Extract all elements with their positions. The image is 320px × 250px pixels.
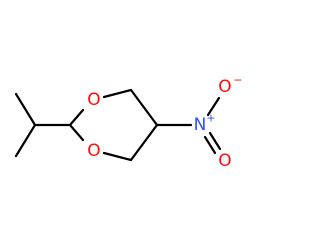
atom-label-oxygen-nitro-bottom: O (218, 151, 231, 171)
atom-label-oxygen-ring-bottom: O (87, 141, 100, 161)
atom-label-nitrogen: N (194, 115, 207, 135)
bond-methyl-top (14, 92, 37, 127)
structural-formula: O O N + O − O (14, 74, 243, 172)
bond-o1-c6 (102, 88, 133, 99)
bond-n-o-double-b (208, 131, 222, 151)
bond-n-o-double-a (203, 135, 217, 155)
charge-label-minus: − (233, 74, 242, 87)
bond-c4-o3 (102, 151, 133, 162)
bond-c2-o1 (68, 108, 85, 127)
atom-label-oxygen-nitro-top: O (218, 77, 231, 97)
charge-label-plus: + (206, 112, 215, 125)
bonds (14, 88, 222, 162)
atom-label-oxygen-ring-top: O (87, 90, 100, 110)
bond-o3-c2 (68, 123, 85, 142)
bond-c5-c4 (129, 123, 159, 162)
bond-c6-c5 (129, 88, 159, 127)
atom-labels: O O N + O − O (87, 74, 242, 172)
bond-n-o-top (206, 96, 221, 117)
bond-methyl-bottom (14, 123, 37, 158)
